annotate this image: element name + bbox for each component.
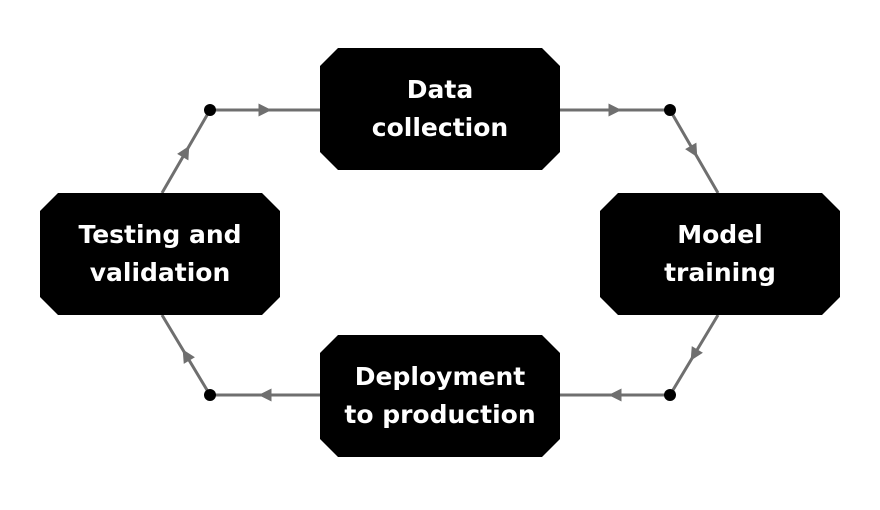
arrowhead — [608, 103, 622, 117]
edge-model-training-to-deployment-to-production — [560, 314, 720, 402]
edge-data-collection-to-model-training — [560, 103, 720, 194]
corner-dot — [204, 389, 216, 401]
node-deployment-to-production — [320, 335, 560, 457]
arrowhead — [258, 103, 272, 117]
corner-dot — [664, 389, 676, 401]
edge-testing-and-validation-to-data-collection — [160, 103, 320, 194]
arrowhead — [685, 142, 698, 158]
edges-layer — [160, 103, 720, 402]
arrowhead — [182, 349, 195, 364]
arrowhead — [690, 346, 703, 361]
edge-deployment-to-production-to-testing-and-validation — [160, 314, 320, 402]
node-model-training — [600, 193, 840, 315]
arrowhead — [608, 388, 622, 402]
nodes-layer — [40, 48, 840, 457]
node-testing-and-validation — [40, 193, 280, 315]
corner-dot — [664, 104, 676, 116]
node-data-collection — [320, 48, 560, 170]
corner-dot — [204, 104, 216, 116]
arrowhead — [177, 145, 190, 161]
arrowhead — [258, 388, 272, 402]
